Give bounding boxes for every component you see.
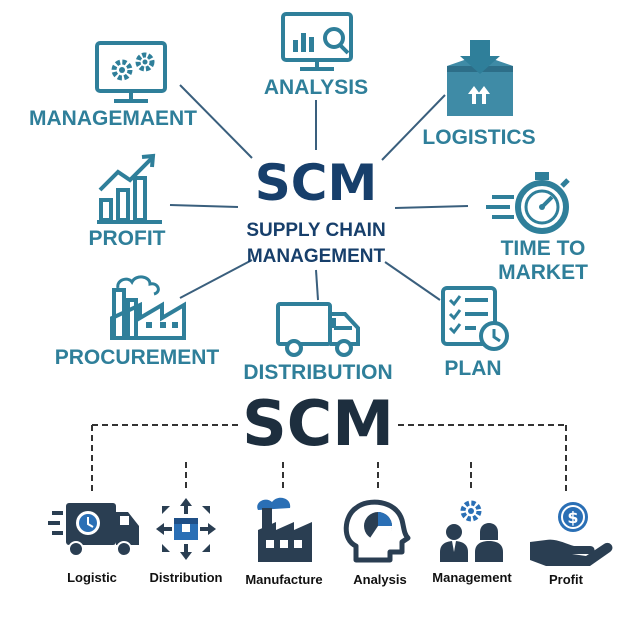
hub-line2: MANAGEMENT [247,246,386,267]
bottom-item-management: Management [432,500,512,585]
truck-icon [276,302,360,357]
node-distribution: DISTRIBUTION [243,302,393,384]
node-plan: PLAN [441,286,509,380]
hub-line1: SUPPLY CHAIN [246,220,385,241]
time-line1-label: TIME TO [501,237,586,260]
management-label-bottom: Management [432,570,512,585]
node-logistics: LOGISTICS [422,40,536,149]
analysis-label-bottom: Analysis [353,572,406,587]
connector-profit [169,204,239,208]
delivery-truck-clock-icon [48,503,139,557]
bottom-item-distribution: Distribution [150,498,223,585]
box-down-arrow-icon [447,40,513,116]
manufacture-label: Manufacture [245,572,322,587]
bottom-item-profit: $ Profit [530,502,613,587]
monitor-chart-magnifier-icon [281,12,353,71]
node-management: MANAGEMAENT [29,41,197,130]
bar-chart-up-icon [97,153,162,224]
logistics-label: LOGISTICS [422,126,535,149]
factory-icon [110,275,186,340]
bottom-title: SCM [242,387,394,460]
box-arrows-icon [156,498,216,560]
checklist-clock-icon [441,286,509,351]
profit-label-bottom: Profit [549,572,584,587]
management-label: MANAGEMAENT [29,107,197,130]
svg-text:$: $ [567,508,578,527]
connector-management [179,84,253,159]
bottom-item-analysis: Analysis [343,499,411,587]
bottom-connectors [91,424,567,492]
analysis-label: ANALYSIS [264,76,368,99]
factory-gear-icon [257,497,312,562]
hand-coin-icon: $ [530,502,613,566]
hub: SCM SUPPLY CHAIN MANAGEMENT [246,154,385,267]
bottom-item-logistic: Logistic [48,503,139,585]
team-gear-icon [440,500,503,562]
monitor-gears-icon [95,41,167,103]
bottom-item-manufacture: Manufacture [245,497,323,587]
node-time-to-market: TIME TO MARKET [486,172,588,284]
logistic-label: Logistic [67,570,117,585]
plan-label: PLAN [444,357,501,380]
profit-label: PROFIT [89,227,166,250]
connector-plan [384,261,441,301]
node-profit: PROFIT [89,153,166,250]
hub-title: SCM [255,154,377,212]
procurement-label: PROCUREMENT [55,346,220,369]
distribution-label: DISTRIBUTION [243,361,392,384]
time-line2-label: MARKET [498,261,588,284]
connector-procurement [179,259,253,299]
head-pie-chart-icon [343,499,411,563]
connector-time [394,205,469,209]
stopwatch-icon [486,172,570,234]
connector-distribution [315,269,319,301]
distribution-label-bottom: Distribution [150,570,223,585]
node-analysis: ANALYSIS [264,12,368,99]
connector-logistics [381,94,446,161]
hub-connectors [169,84,469,301]
node-procurement: PROCUREMENT [55,275,220,369]
